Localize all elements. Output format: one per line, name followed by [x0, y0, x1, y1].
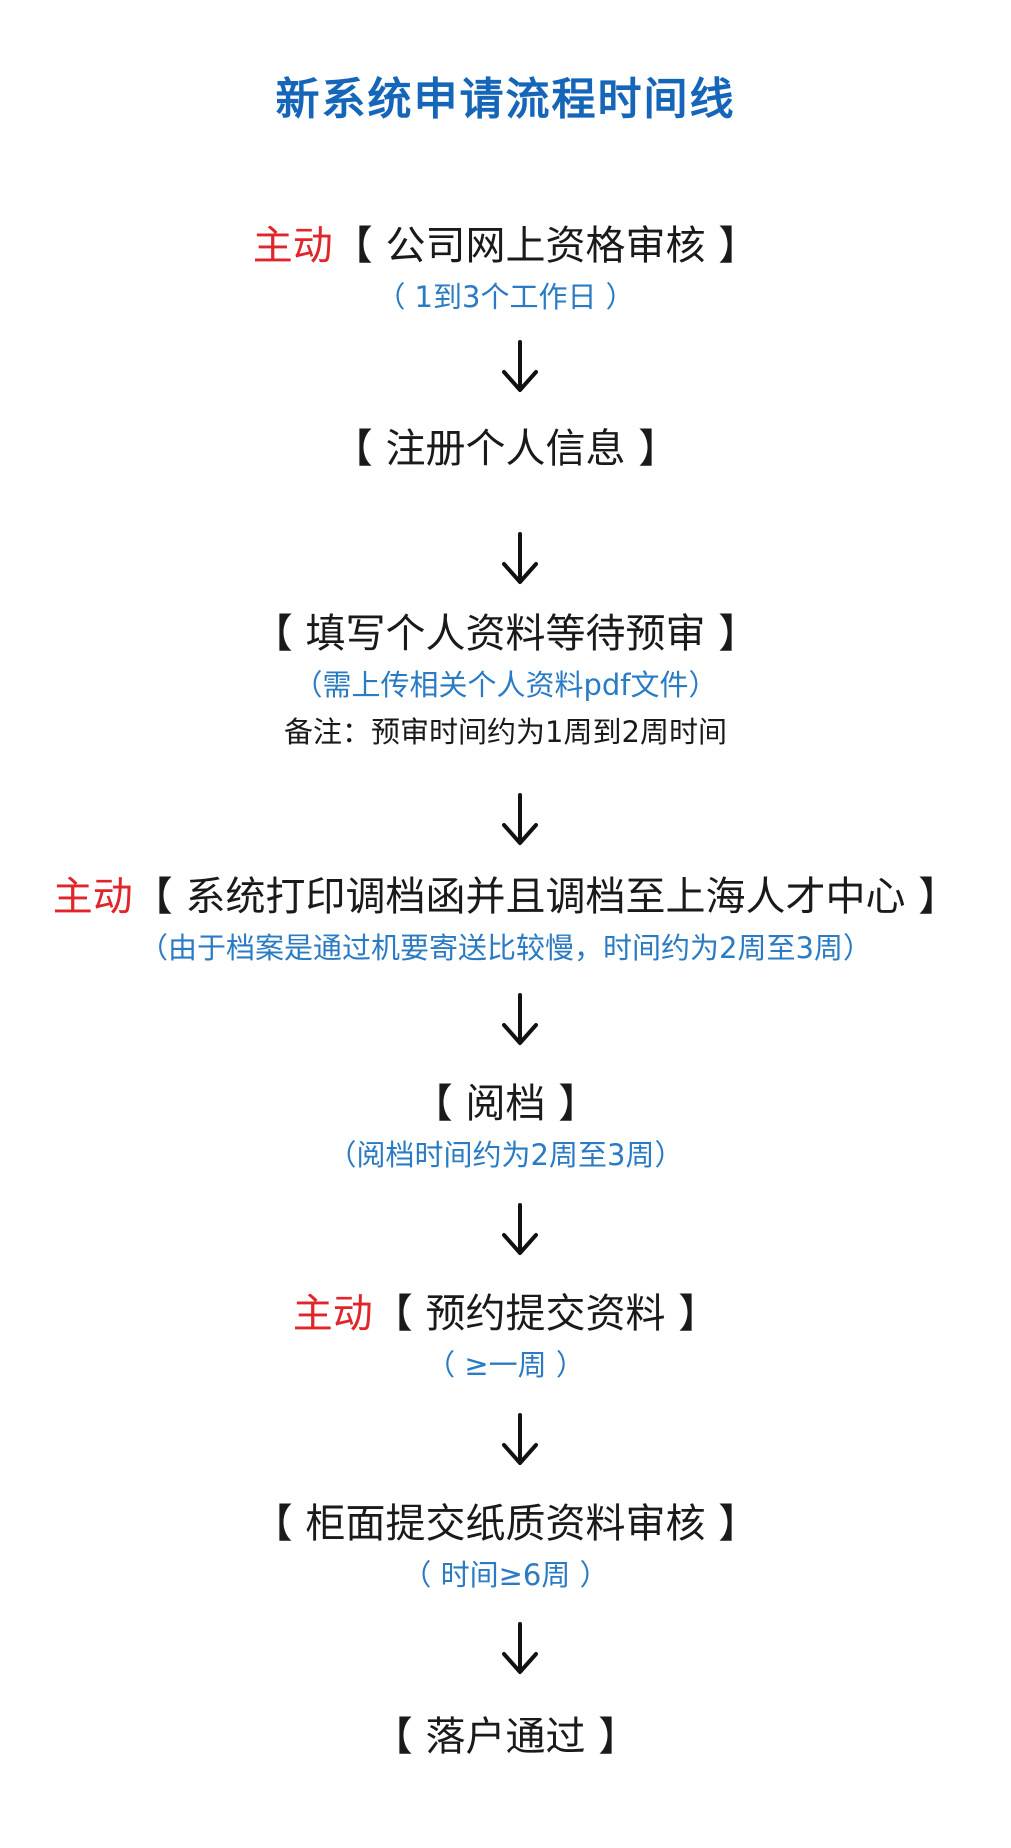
step-label: 【 预约提交资料 】 — [372, 1291, 719, 1337]
page-title: 新系统申请流程时间线 — [275, 74, 736, 125]
step-counter-review: 【 柜面提交纸质资料审核 】 （ 时间≥6周 ） — [0, 1500, 1011, 1594]
step-label: 【 系统打印调档函并且调档至上海人才中心 】 — [132, 874, 959, 920]
step-register-info: 【 注册个人信息 】 — [0, 425, 1011, 473]
step-main-line: 主动【 系统打印调档函并且调档至上海人才中心 】 — [0, 873, 1011, 921]
down-arrow-icon — [502, 793, 538, 845]
active-tag: 主动 — [292, 1291, 373, 1337]
step-label: 【 注册个人信息 】 — [332, 426, 679, 472]
step-main-line: 【 填写个人资料等待预审 】 — [0, 610, 1011, 658]
step-main-line: 【 阅档 】 — [0, 1080, 1011, 1128]
down-arrow-icon — [502, 1622, 538, 1674]
step-fill-personal-data: 【 填写个人资料等待预审 】 （需上传相关个人资料pdf文件） 备注：预审时间约… — [0, 610, 1011, 751]
step-sub-text: （需上传相关个人资料pdf文件） — [293, 668, 718, 702]
step-main-line: 主动【 公司网上资格审核 】 — [0, 222, 1011, 270]
step-note: 备注：预审时间约为1周到2周时间 — [284, 715, 727, 749]
step-label: 【 落户通过 】 — [372, 1714, 639, 1760]
step-main-line: 【 柜面提交纸质资料审核 】 — [0, 1500, 1011, 1548]
step-book-submission: 主动【 预约提交资料 】 （ ≥一周 ） — [0, 1290, 1011, 1384]
step-sub-text: （由于档案是通过机要寄送比较慢，时间约为2周至3周） — [139, 931, 872, 965]
step-sub-text: （ 时间≥6周 ） — [402, 1558, 609, 1592]
active-tag: 主动 — [252, 223, 333, 269]
step-main-line: 【 落户通过 】 — [0, 1713, 1011, 1761]
down-arrow-icon — [502, 532, 538, 584]
step-sub-text: （ ≥一周 ） — [426, 1348, 585, 1382]
step-main-line: 主动【 预约提交资料 】 — [0, 1290, 1011, 1338]
down-arrow-icon — [502, 340, 538, 392]
step-label: 【 柜面提交纸质资料审核 】 — [252, 1501, 759, 1547]
down-arrow-icon — [502, 1413, 538, 1465]
active-tag: 主动 — [52, 874, 133, 920]
step-label: 【 阅档 】 — [412, 1081, 599, 1127]
down-arrow-icon — [502, 993, 538, 1045]
step-review-archive: 【 阅档 】 （阅档时间约为2周至3周） — [0, 1080, 1011, 1174]
step-label: 【 公司网上资格审核 】 — [332, 223, 759, 269]
step-sub-text: （阅档时间约为2周至3周） — [327, 1138, 684, 1172]
step-sub-text: （ 1到3个工作日 ） — [376, 280, 635, 314]
down-arrow-icon — [502, 1203, 538, 1255]
step-print-transfer-letter: 主动【 系统打印调档函并且调档至上海人才中心 】 （由于档案是通过机要寄送比较慢… — [0, 873, 1011, 967]
step-settlement-approved: 【 落户通过 】 — [0, 1713, 1011, 1761]
step-main-line: 【 注册个人信息 】 — [0, 425, 1011, 473]
step-company-qualification: 主动【 公司网上资格审核 】 （ 1到3个工作日 ） — [0, 222, 1011, 316]
step-label: 【 填写个人资料等待预审 】 — [252, 611, 759, 657]
